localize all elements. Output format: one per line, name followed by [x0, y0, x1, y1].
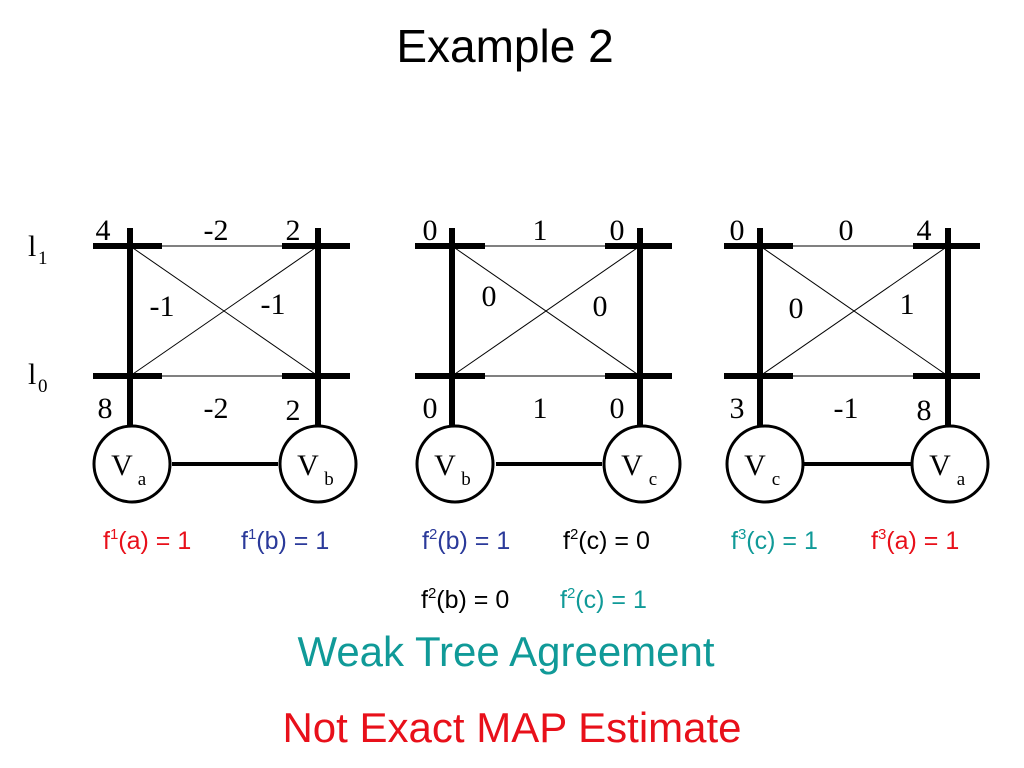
- tree-2: 0 1 0 0 0 0 1 0 V b V c: [415, 214, 682, 504]
- tree-3-node-c: V c: [725, 424, 805, 504]
- tree-2-cross-right: 0: [593, 290, 608, 323]
- tree-1-node-b: V b: [278, 424, 358, 504]
- tree-2-node-c: V c: [602, 424, 682, 504]
- tree-2-node-b: V b: [415, 424, 495, 504]
- slide-title: Example 2: [396, 20, 613, 72]
- tree-2-top-right: 0: [610, 214, 625, 247]
- svg-text:1: 1: [38, 248, 48, 269]
- tree-2-edges: [451, 245, 641, 377]
- svg-text:V: V: [111, 449, 133, 482]
- conclusion-not-exact-map: Not Exact MAP Estimate: [282, 704, 741, 751]
- equations: f1(a) = 1 f1(b) = 1 f2(b) = 1 f2(c) = 0 …: [103, 526, 959, 614]
- tree-2-bottom-right: 0: [610, 392, 625, 425]
- tree-3-top-left: 0: [730, 214, 745, 247]
- svg-text:c: c: [772, 469, 780, 490]
- tree-3-posts: [724, 228, 980, 432]
- tree-1-top-right: 2: [286, 214, 301, 247]
- tree-1-bottom-mid: -2: [204, 392, 229, 425]
- tree-2-top-mid: 1: [533, 214, 548, 247]
- tree-3-top-mid: 0: [839, 214, 854, 247]
- svg-text:c: c: [649, 469, 657, 490]
- row-label-l0: l 0: [28, 358, 48, 397]
- svg-text:a: a: [957, 469, 966, 490]
- tree-3-top-right: 4: [917, 214, 932, 247]
- svg-text:0: 0: [38, 376, 48, 397]
- conclusion-weak-tree-agreement: Weak Tree Agreement: [297, 628, 714, 675]
- eq-f1-b: f1(b) = 1: [241, 526, 329, 555]
- tree-1-top-mid: -2: [204, 214, 229, 247]
- tree-1-top-left: 4: [96, 214, 111, 247]
- svg-text:a: a: [138, 469, 147, 490]
- svg-text:V: V: [744, 449, 766, 482]
- tree-3-cross-left: 0: [789, 292, 804, 325]
- eq-f2-b: f2(b) = 1: [422, 526, 510, 555]
- tree-3-bottom-right: 8: [917, 394, 932, 427]
- tree-3-cross-right: 1: [900, 288, 915, 321]
- svg-text:V: V: [434, 449, 456, 482]
- svg-text:V: V: [929, 449, 951, 482]
- tree-1-cross-right: -1: [261, 288, 286, 321]
- tree-3: 0 0 4 0 1 3 -1 8 V c V a: [724, 214, 990, 504]
- tree-1: 4 -2 2 -1 -1 8 -2 2 V a V b: [92, 214, 358, 504]
- eq-f3-c: f3(c) = 1: [731, 526, 818, 555]
- tree-2-cross-left: 0: [482, 280, 497, 313]
- tree-2-bottom-left: 0: [423, 392, 438, 425]
- tree-3-node-a: V a: [910, 424, 990, 504]
- tree-3-bottom-mid: -1: [834, 392, 859, 425]
- eq-f2-b-alt: f2(b) = 0: [421, 585, 509, 614]
- tree-1-bottom-left: 8: [98, 392, 113, 425]
- eq-f2-c-alt: f2(c) = 1: [560, 585, 647, 614]
- tree-3-bottom-left: 3: [730, 392, 745, 425]
- eq-f2-c: f2(c) = 0: [563, 526, 650, 555]
- row-label-l1: l 1: [28, 230, 48, 269]
- eq-f3-a: f3(a) = 1: [871, 526, 959, 555]
- tree-1-bottom-right: 2: [286, 394, 301, 427]
- svg-text:V: V: [621, 449, 643, 482]
- tree-1-cross-left: -1: [150, 290, 175, 323]
- svg-text:l: l: [28, 358, 36, 391]
- svg-text:l: l: [28, 230, 36, 263]
- svg-text:b: b: [324, 469, 334, 490]
- eq-f1-a: f1(a) = 1: [103, 526, 191, 555]
- tree-1-posts: [93, 228, 350, 432]
- tree-2-top-left: 0: [423, 214, 438, 247]
- svg-text:V: V: [297, 449, 319, 482]
- svg-text:b: b: [461, 469, 471, 490]
- tree-2-bottom-mid: 1: [533, 392, 548, 425]
- tree-1-node-a: V a: [92, 424, 172, 504]
- tree-2-posts: [415, 228, 672, 432]
